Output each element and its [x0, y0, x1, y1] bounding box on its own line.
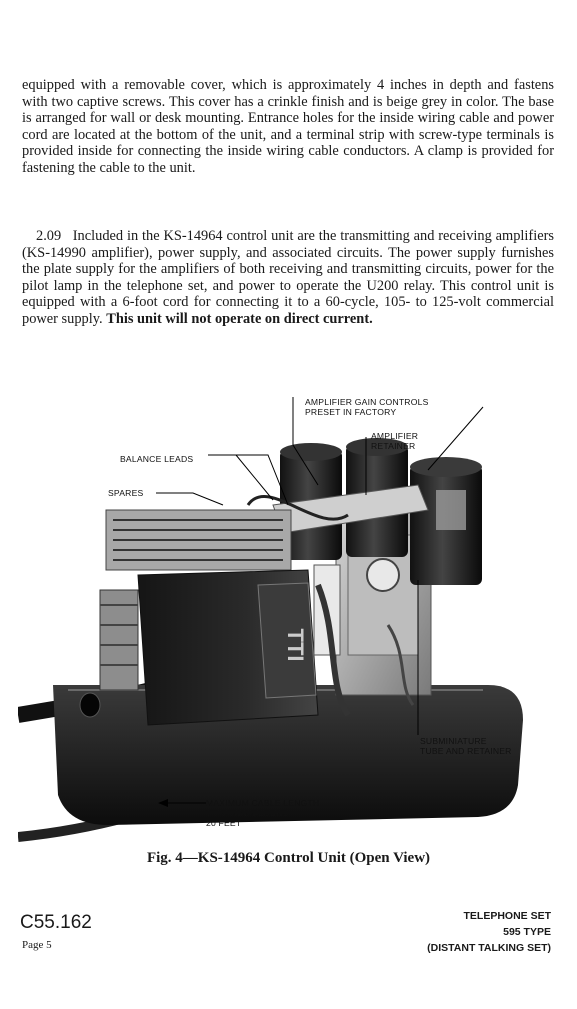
label-subminiature-tube: SUBMINIATURE TUBE AND RETAINER — [420, 736, 512, 756]
label-amplifier-gain-controls: AMPLIFIER GAIN CONTROLS PRESET IN FACTOR… — [305, 397, 429, 417]
paragraph-number: 2.09 — [36, 228, 62, 244]
header-line-2: 595 TYPE — [503, 926, 551, 938]
control-unit-photo: TTI — [18, 397, 523, 842]
document-code: C55.162 — [20, 912, 92, 933]
paragraph-text: Included in the KS-14964 control unit ar… — [22, 228, 554, 327]
page-number: Page 5 — [22, 939, 52, 951]
label-spares: SPARES — [108, 488, 144, 498]
body-paragraph-2: 2.09 Included in the KS-14964 control un… — [22, 228, 554, 328]
label-amplifier-retainer: AMPLIFIER RETAINER — [371, 431, 419, 451]
header-line-3: (DISTANT TALKING SET) — [427, 942, 551, 954]
paragraph-bold-warning: This unit will not operate on direct cur… — [106, 310, 373, 327]
figure-caption: Fig. 4—KS-14964 Control Unit (Open View) — [146, 850, 431, 866]
label-maximum-cable-length: MAXIMUM CABLE LENGTH TO CONN. BLOCKS 20 … — [206, 798, 320, 828]
label-balance-leads: BALANCE LEADS — [120, 454, 194, 464]
body-paragraph-1: equipped with a removable cover, which i… — [22, 77, 554, 176]
header-line-1: TELEPHONE SET — [463, 910, 551, 922]
svg-text:TTI: TTI — [283, 629, 308, 662]
